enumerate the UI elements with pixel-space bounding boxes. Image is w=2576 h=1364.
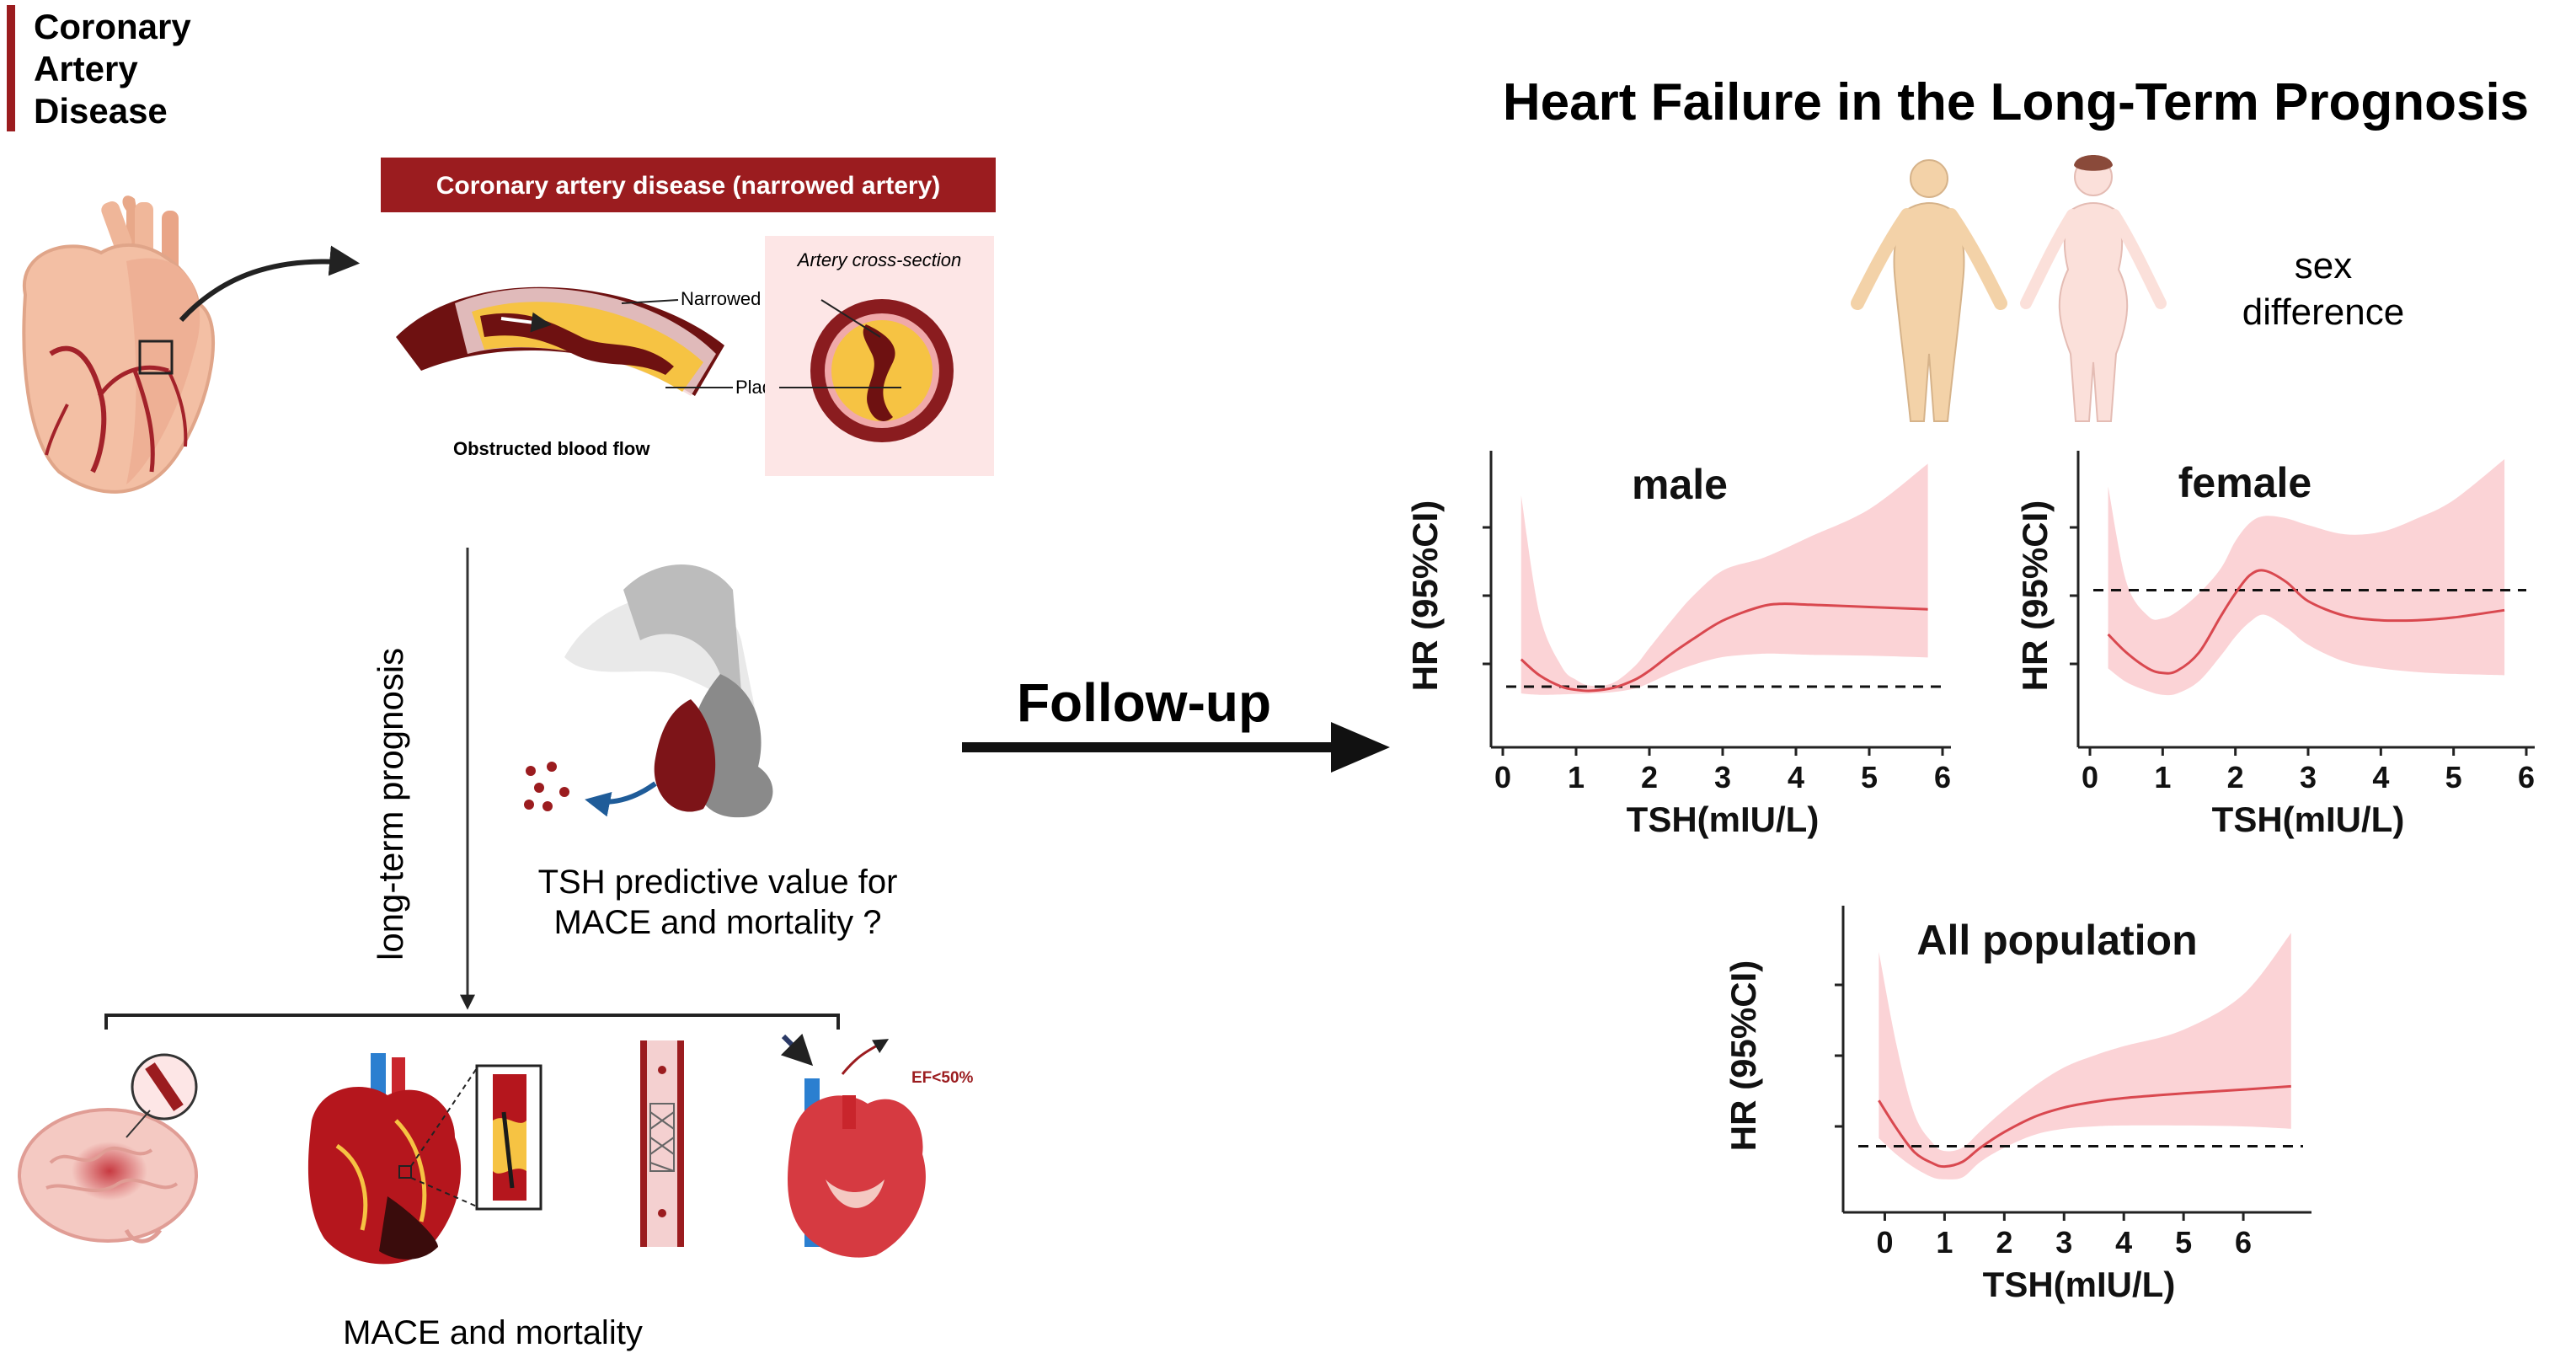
- male-figure-icon: [1851, 159, 2007, 422]
- section-label-bar: [7, 5, 15, 131]
- heart-infarct-icon: [307, 1053, 542, 1265]
- hr-curve: [2107, 569, 2505, 675]
- chart-title: male: [1632, 461, 1728, 508]
- hormone-arrow: [585, 781, 657, 817]
- x-tick-label: 2: [2227, 760, 2244, 794]
- x-tick-label: 6: [2518, 760, 2535, 794]
- x-tick-label: 0: [2082, 760, 2098, 794]
- chart-title: All population: [1916, 917, 2197, 964]
- x-axis-label: TSH(mIU/L): [2212, 800, 2405, 839]
- cross-section-title: Artery cross-section: [796, 249, 961, 270]
- tsh-question-line1: TSH predictive value for: [538, 864, 898, 901]
- ci-band: [1879, 933, 2291, 1179]
- cross-narrowed-pointer: [820, 299, 881, 338]
- x-tick-label: 3: [2300, 760, 2317, 794]
- x-tick-label: 5: [1861, 760, 1878, 794]
- outcomes-bracket: [104, 1014, 840, 1030]
- artery-illustration: [396, 286, 724, 396]
- zoom-box: [138, 340, 174, 375]
- female-figure-icon: [2020, 155, 2167, 422]
- y-axis-label: HR (95%CI): [1724, 960, 1763, 1151]
- x-tick-label: 4: [2372, 760, 2389, 794]
- x-tick-label: 2: [1641, 760, 1658, 794]
- x-tick-label: 0: [1876, 1225, 1893, 1260]
- followup-arrow-head: [1331, 722, 1390, 773]
- heart-failure-icon: [780, 1033, 926, 1258]
- followup-label: Follow-up: [1017, 672, 1271, 733]
- hr-curve: [1878, 1084, 2291, 1169]
- x-tick-label: 5: [2175, 1225, 2192, 1260]
- x-tick-label: 2: [1996, 1225, 2012, 1260]
- brain-icon: [18, 1053, 198, 1244]
- narrowed-pointer: [621, 299, 679, 304]
- section-label-line1: Coronary: [34, 7, 191, 46]
- outcomes-label: MACE and mortality: [343, 1314, 643, 1351]
- section-label: Coronary Artery Disease: [7, 5, 191, 131]
- hormone-dots: [524, 762, 569, 811]
- stent-icon: [640, 1040, 684, 1247]
- x-tick-label: 4: [2115, 1225, 2132, 1260]
- x-tick-label: 1: [2154, 760, 2171, 794]
- right-title: Heart Failure in the Long-Term Prognosis: [1503, 73, 2529, 131]
- x-axis-label: TSH(mIU/L): [1983, 1265, 2176, 1304]
- chart-title: female: [2178, 459, 2311, 506]
- x-tick-label: 5: [2445, 760, 2462, 794]
- ci-band: [1520, 463, 1928, 695]
- hr-curve: [1520, 602, 1928, 693]
- x-tick-label: 3: [1714, 760, 1731, 794]
- ci-band: [2108, 459, 2505, 696]
- x-tick-label: 3: [2055, 1225, 2072, 1260]
- cad-banner: [381, 158, 996, 212]
- section-label-line2: Artery: [34, 49, 138, 88]
- x-tick-label: 0: [1494, 760, 1511, 794]
- x-tick-label: 1: [1936, 1225, 1953, 1260]
- y-axis-label: HR (95%CI): [1405, 500, 1445, 691]
- ef-label: EF<50%: [911, 1069, 974, 1087]
- pituitary-illustration: [564, 564, 773, 818]
- flow-label: Obstructed blood flow: [453, 438, 650, 459]
- x-tick-label: 6: [1934, 760, 1951, 794]
- heart-illustration: [22, 195, 215, 494]
- x-tick-label: 6: [2235, 1225, 2252, 1260]
- sex-difference-line2: difference: [2242, 292, 2404, 333]
- x-axis-label: TSH(mIU/L): [1627, 800, 1820, 839]
- vertical-prognosis-label: long-term prognosis: [371, 648, 410, 960]
- cross-section-graphic: [810, 299, 954, 442]
- cad-banner-text: Coronary artery disease (narrowed artery…: [436, 172, 941, 200]
- x-tick-label: 1: [1568, 760, 1585, 794]
- tsh-question-line2: MACE and mortality ?: [553, 904, 881, 941]
- section-label-line3: Disease: [34, 91, 168, 131]
- sex-difference-line1: sex: [2295, 245, 2352, 286]
- y-axis-label: HR (95%CI): [2015, 500, 2055, 691]
- zoom-arrow: [179, 245, 361, 323]
- x-tick-label: 4: [1788, 760, 1804, 794]
